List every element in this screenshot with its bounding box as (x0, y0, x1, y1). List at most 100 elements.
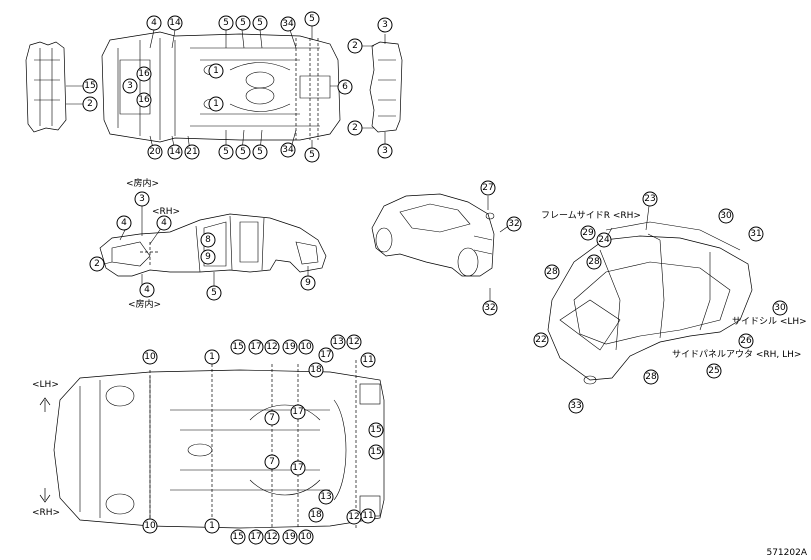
floor-pan-top-view (25, 31, 403, 143)
callout-14: 14 (167, 15, 183, 31)
svg-text:13: 13 (320, 492, 331, 502)
label-rh-arrow: <RH> (32, 508, 61, 518)
label-room-inside-bottom: <房内> (128, 300, 162, 310)
callout-31: 31 (748, 226, 764, 242)
callout-2: 2 (89, 256, 105, 272)
callout-5: 5 (252, 15, 268, 31)
callout-22: 22 (533, 332, 549, 348)
callout-18: 18 (308, 362, 324, 378)
callout-5: 5 (235, 15, 251, 31)
svg-text:12: 12 (348, 337, 359, 347)
svg-text:17: 17 (292, 407, 303, 417)
svg-text:21: 21 (186, 147, 197, 157)
svg-text:25: 25 (708, 366, 719, 376)
callout-11: 11 (360, 508, 376, 524)
svg-text:5: 5 (257, 18, 263, 28)
down-arrow-icon (39, 488, 51, 503)
svg-text:14: 14 (169, 18, 181, 28)
callout-12: 12 (264, 529, 280, 545)
callout-16: 16 (136, 92, 152, 108)
callout-5: 5 (252, 144, 268, 160)
svg-text:15: 15 (84, 81, 95, 91)
svg-text:9: 9 (305, 278, 311, 288)
body-shell-perspective (547, 221, 753, 385)
callout-15: 15 (368, 444, 384, 460)
callout-1: 1 (208, 96, 224, 112)
label-rh-small: <RH> (152, 207, 181, 217)
svg-text:2: 2 (352, 123, 358, 133)
callout-21: 21 (184, 144, 200, 160)
svg-text:10: 10 (144, 352, 156, 362)
svg-text:3: 3 (127, 81, 133, 91)
callout-13: 13 (330, 334, 346, 350)
svg-text:16: 16 (138, 95, 150, 105)
callout-9: 9 (300, 275, 316, 291)
callout-30: 30 (772, 300, 788, 316)
svg-text:27: 27 (482, 183, 493, 193)
callout-11: 11 (360, 352, 376, 368)
svg-text:32: 32 (508, 219, 519, 229)
svg-text:10: 10 (144, 521, 156, 531)
svg-text:4: 4 (151, 18, 157, 28)
callout-23: 23 (642, 191, 658, 207)
label-side-sill: サイドシル <LH> (732, 317, 807, 327)
svg-text:26: 26 (740, 336, 752, 346)
callout-15: 15 (230, 529, 246, 545)
svg-text:1: 1 (209, 352, 215, 362)
svg-text:19: 19 (284, 532, 296, 542)
label-lh-arrow: <LH> (32, 380, 59, 390)
svg-text:30: 30 (774, 303, 786, 313)
svg-text:28: 28 (645, 372, 657, 382)
callout-25: 25 (706, 363, 722, 379)
svg-text:2: 2 (352, 41, 358, 51)
car-rear-perspective (371, 193, 495, 277)
svg-text:5: 5 (223, 147, 229, 157)
svg-text:32: 32 (484, 303, 495, 313)
body-side-view (99, 213, 327, 277)
callout-3: 3 (377, 143, 393, 159)
callout-5: 5 (304, 147, 320, 163)
callout-15: 15 (230, 339, 246, 355)
svg-text:10: 10 (300, 342, 312, 352)
callout-5: 5 (206, 285, 222, 301)
svg-text:6: 6 (342, 82, 348, 92)
callout-15: 15 (82, 78, 98, 94)
svg-text:4: 4 (161, 218, 167, 228)
svg-text:5: 5 (309, 150, 315, 160)
svg-text:29: 29 (582, 228, 594, 238)
svg-text:12: 12 (348, 512, 359, 522)
svg-text:34: 34 (282, 145, 294, 155)
callout-17: 17 (318, 347, 334, 363)
callout-2: 2 (347, 120, 363, 136)
callout-9: 9 (200, 249, 216, 265)
callout-4: 4 (116, 215, 132, 231)
svg-text:5: 5 (309, 14, 315, 24)
svg-text:2: 2 (94, 259, 100, 269)
callout-group: 15 2 4 14 5 5 5 34 5 16 3 16 1 1 6 20 14… (82, 11, 788, 545)
callout-19: 19 (282, 339, 298, 355)
callout-6: 6 (337, 79, 353, 95)
callout-20: 20 (147, 144, 163, 160)
svg-text:5: 5 (223, 18, 229, 28)
callout-27: 27 (480, 180, 496, 196)
callout-16: 16 (136, 66, 152, 82)
callout-5: 5 (218, 15, 234, 31)
label-side-panel-outer: サイドパネルアウタ <RH, LH> (672, 350, 802, 360)
callout-12: 12 (346, 334, 362, 350)
callout-32: 32 (506, 216, 522, 232)
svg-text:5: 5 (240, 147, 246, 157)
svg-text:8: 8 (205, 235, 211, 245)
callout-17: 17 (290, 404, 306, 420)
svg-text:33: 33 (570, 401, 581, 411)
svg-text:34: 34 (282, 19, 294, 29)
svg-text:15: 15 (370, 425, 381, 435)
svg-text:12: 12 (266, 342, 277, 352)
direction-arrows (39, 397, 51, 503)
svg-text:1: 1 (213, 66, 219, 76)
svg-text:16: 16 (138, 69, 150, 79)
leader-lines (66, 26, 661, 306)
svg-text:5: 5 (211, 288, 217, 298)
svg-text:5: 5 (257, 147, 263, 157)
callout-15: 15 (368, 422, 384, 438)
callout-2: 2 (82, 96, 98, 112)
